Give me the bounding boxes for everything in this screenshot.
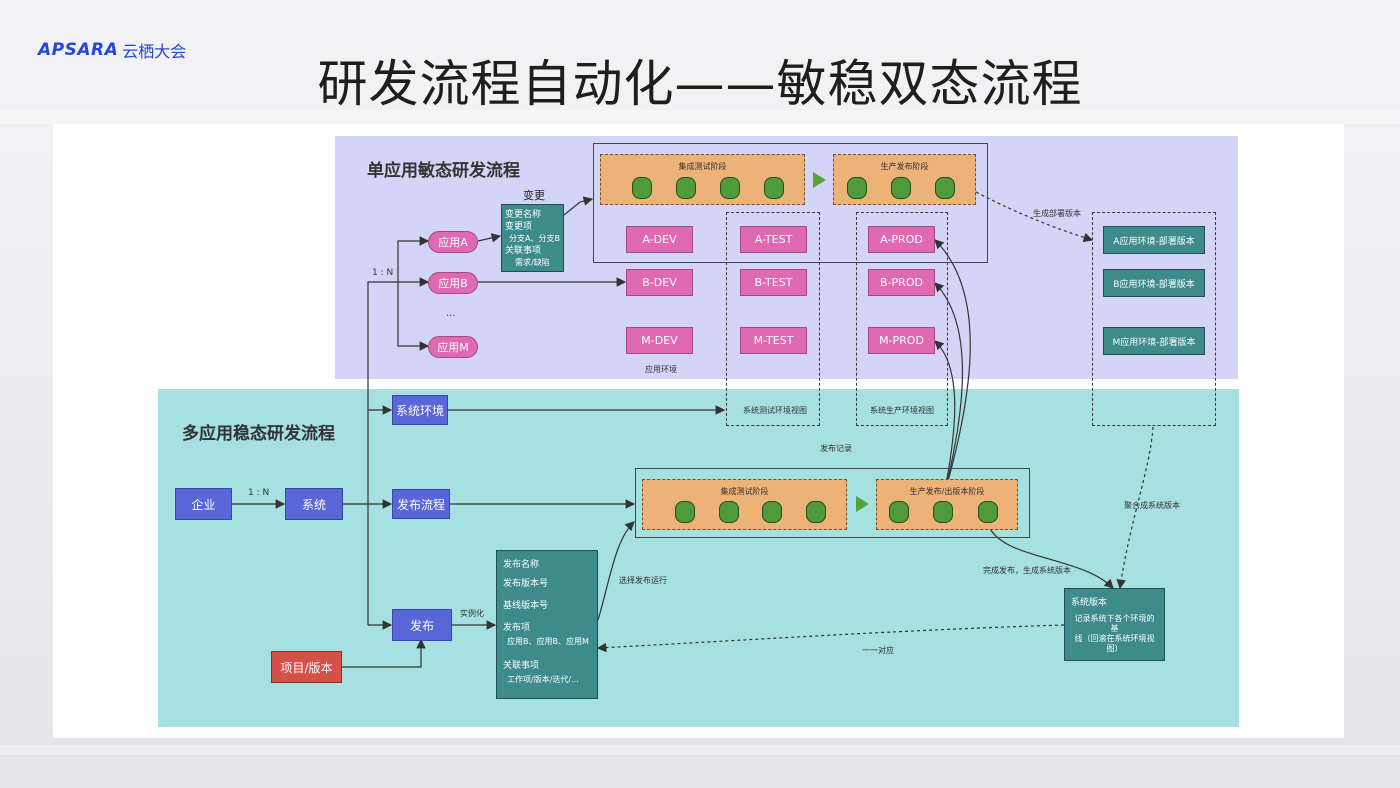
system-version-title: 系统版本	[1071, 598, 1108, 608]
app-ellipsis: ...	[446, 308, 456, 319]
deploy-version-m[interactable]: M应用环境-部署版本	[1103, 327, 1205, 355]
slide-title: 研发流程自动化——敏稳双态流程	[317, 55, 1083, 113]
env-b-dev[interactable]: B-DEV	[626, 269, 693, 296]
agile-test-stage-label: 集成测试阶段	[678, 162, 727, 171]
prod-env-view-frame	[856, 212, 948, 426]
pipeline-node[interactable]	[762, 501, 782, 523]
instantiate-label: 实例化	[460, 609, 484, 618]
agile-pipeline-frame	[593, 143, 988, 263]
prod-view-label: 系统生产环境视图	[870, 406, 934, 415]
deploy-version-frame	[1092, 212, 1216, 426]
system-version-desc: 图）	[1106, 644, 1123, 653]
change-card-line: 关联事项	[505, 246, 542, 256]
pipeline-node[interactable]	[719, 501, 739, 523]
app-b-node[interactable]: 应用B	[428, 272, 478, 294]
release-card-line: 应用B、应用B、应用M	[507, 637, 589, 646]
pipeline-node[interactable]	[978, 501, 998, 523]
bg-stripe	[0, 110, 1400, 124]
env-b-test[interactable]: B-TEST	[740, 269, 807, 296]
pipeline-node[interactable]	[676, 177, 696, 199]
pipeline-node[interactable]	[675, 501, 695, 523]
pipeline-node[interactable]	[720, 177, 740, 199]
pipeline-node[interactable]	[889, 501, 909, 523]
pipeline-node[interactable]	[935, 177, 955, 199]
system-node[interactable]: 系统	[285, 488, 343, 520]
stable-ratio-label: 1 : N	[248, 488, 270, 498]
stable-prod-stage-label: 生产发布/出版本阶段	[909, 487, 985, 496]
release-card-line: 基线版本号	[503, 601, 549, 611]
stable-title: 多应用稳态研发流程	[182, 424, 335, 444]
deploy-version-a[interactable]: A应用环境-部署版本	[1103, 226, 1205, 254]
change-card-line: 分支A、分支B	[509, 234, 560, 243]
env-b-prod[interactable]: B-PROD	[868, 269, 935, 296]
env-m-test[interactable]: M-TEST	[740, 327, 807, 354]
logo-cn: 云栖大会	[122, 42, 187, 61]
system-version-desc: 线（回滚在系统环境视	[1074, 634, 1155, 643]
env-m-dev[interactable]: M-DEV	[626, 327, 693, 354]
env-a-dev[interactable]: A-DEV	[626, 226, 693, 253]
pipeline-node[interactable]	[764, 177, 784, 199]
pipeline-node[interactable]	[632, 177, 652, 199]
app-env-label: 应用环境	[645, 365, 677, 374]
stable-pipeline-frame	[635, 468, 1030, 538]
release-node[interactable]: 发布	[392, 609, 452, 641]
bg-stripe	[0, 745, 1400, 755]
release-card-line: 发布名称	[503, 560, 540, 570]
complete-label: 完成发布，生成系统版本	[983, 566, 1071, 575]
change-card-line: 变更项	[505, 222, 533, 232]
change-card-line: 变更名称	[505, 210, 542, 220]
merge-label: 聚合成系统版本	[1124, 501, 1180, 510]
release-card-line: 工作项/版本/迭代/...	[507, 675, 579, 684]
agile-title: 单应用敏态研发流程	[367, 161, 520, 181]
select-run-label: 选择发布运行	[619, 576, 667, 585]
stage-arrow-icon	[813, 172, 826, 188]
apsara-logo: APSARA 云栖大会	[38, 38, 186, 62]
change-header: 变更	[523, 189, 545, 202]
env-m-prod[interactable]: M-PROD	[868, 327, 935, 354]
agile-ratio-label: 1 : N	[372, 268, 394, 278]
release-card[interactable]: 发布名称 发布版本号 基线版本号 发布项 应用B、应用B、应用M 关联事项 工作…	[496, 550, 598, 699]
test-view-label: 系统测试环境视图	[743, 406, 807, 415]
logo-word: APSARA	[38, 40, 119, 60]
pipeline-node[interactable]	[847, 177, 867, 199]
deploy-label: 生成部署版本	[1033, 209, 1081, 218]
stage-arrow-icon	[856, 496, 869, 512]
release-flow-node[interactable]: 发布流程	[392, 489, 450, 519]
system-env-node[interactable]: 系统环境	[392, 395, 448, 425]
system-version-card[interactable]: 系统版本 记录系统下各个环境的基 线（回滚在系统环境视 图）	[1064, 588, 1165, 661]
app-m-node[interactable]: 应用M	[428, 336, 478, 358]
enterprise-node[interactable]: 企业	[175, 488, 232, 520]
app-a-node[interactable]: 应用A	[428, 231, 478, 253]
change-card[interactable]: 变更名称 变更项 分支A、分支B 关联事项 需求/缺陷	[501, 204, 564, 272]
change-card-line: 需求/缺陷	[515, 258, 550, 267]
project-version-node[interactable]: 项目/版本	[271, 651, 342, 683]
env-a-test[interactable]: A-TEST	[740, 226, 807, 253]
system-version-desc: 记录系统下各个环境的基	[1074, 614, 1155, 633]
deploy-version-b[interactable]: B应用环境-部署版本	[1103, 269, 1205, 297]
release-record-label: 发布记录	[820, 444, 852, 453]
env-a-prod[interactable]: A-PROD	[868, 226, 935, 253]
test-env-view-frame	[726, 212, 820, 426]
pipeline-node[interactable]	[806, 501, 826, 523]
release-card-line: 发布版本号	[503, 579, 549, 589]
pipeline-node[interactable]	[891, 177, 911, 199]
release-card-line: 发布项	[503, 623, 531, 633]
pipeline-node[interactable]	[933, 501, 953, 523]
release-card-line: 关联事项	[503, 661, 540, 671]
stable-test-stage-label: 集成测试阶段	[720, 487, 769, 496]
one-to-one-label: 一一对应	[862, 646, 894, 655]
agile-prod-stage-label: 生产发布阶段	[880, 162, 929, 171]
